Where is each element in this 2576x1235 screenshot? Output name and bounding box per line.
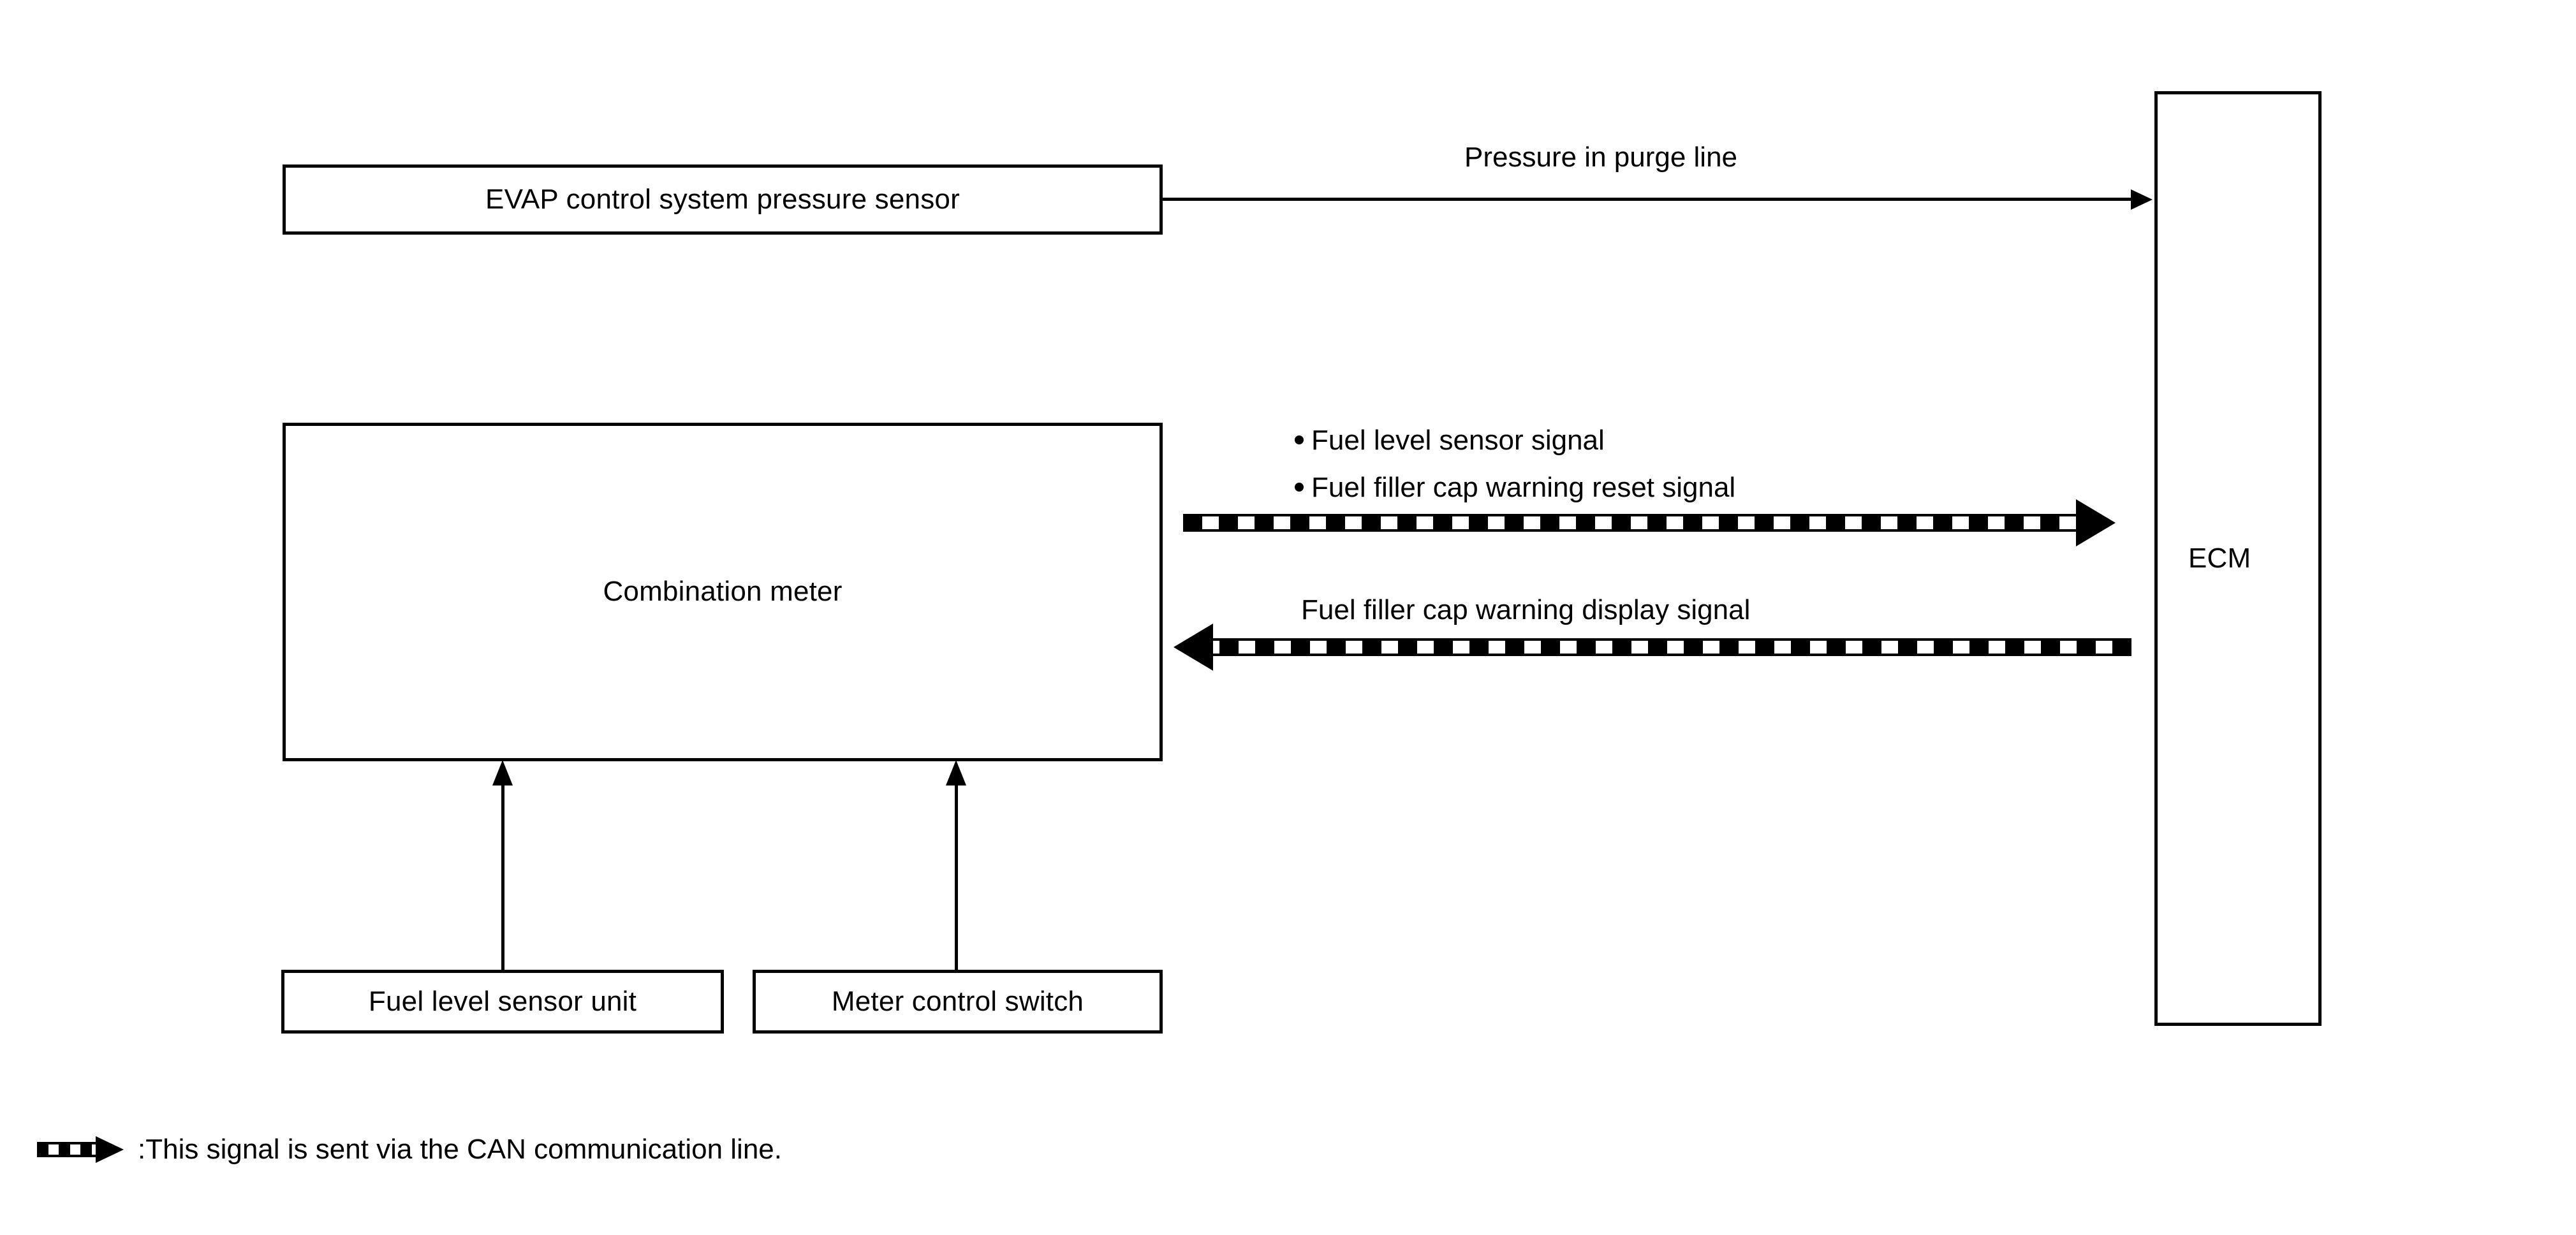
connector-evap-to-ecm <box>1163 198 2131 201</box>
can-bus-meter-to-ecm <box>1183 514 2076 532</box>
block-meter-control-switch: Meter control switch <box>753 970 1163 1034</box>
signal-label-pressure-in-purge-line: Pressure in purge line <box>1464 142 1738 173</box>
can-bus-arrow-icon <box>37 1136 133 1163</box>
connector-fuel-level-sensor-unit-to-meter <box>501 784 504 970</box>
block-combination-meter: Combination meter <box>283 423 1163 761</box>
arrowhead-fuel-level-sensor-unit-to-meter <box>492 760 513 786</box>
signal-label-fuel-filler-cap-warning-display-signal: Fuel filler cap warning display signal <box>1301 594 1751 625</box>
bullet-icon <box>1295 483 1304 492</box>
block-label-ecm: ECM <box>2188 542 2251 574</box>
legend-text: :This signal is sent via the CAN communi… <box>138 1134 782 1165</box>
connector-meter-control-switch-to-meter <box>955 784 958 970</box>
block-label-combination-meter: Combination meter <box>603 576 843 608</box>
bullet-icon <box>1295 435 1304 445</box>
block-label-fuel-level-sensor-unit: Fuel level sensor unit <box>368 985 637 1017</box>
signal-label-fuel-filler-cap-warning-reset-signal: Fuel filler cap warning reset signal <box>1295 472 1735 504</box>
arrowhead-meter-control-switch-to-meter <box>946 760 966 786</box>
can-arrowhead-meter-to-ecm <box>2076 499 2116 546</box>
block-evap-control-system-pressure-sensor: EVAP control system pressure sensor <box>283 164 1163 235</box>
signal-text-fuel-level-sensor-signal: Fuel level sensor signal <box>1311 425 1605 456</box>
block-fuel-level-sensor-unit: Fuel level sensor unit <box>281 970 724 1034</box>
legend-can-communication: :This signal is sent via the CAN communi… <box>37 1134 782 1166</box>
signal-label-fuel-level-sensor-signal: Fuel level sensor signal <box>1295 425 1605 457</box>
block-ecm: ECM <box>2154 91 2322 1026</box>
arrowhead-evap-to-ecm <box>2131 189 2153 210</box>
block-label-evap-sensor: EVAP control system pressure sensor <box>485 183 960 215</box>
signal-text-fuel-filler-cap-warning-reset-signal: Fuel filler cap warning reset signal <box>1311 472 1736 503</box>
block-label-meter-control-switch: Meter control switch <box>831 985 1084 1017</box>
can-bus-ecm-to-meter <box>1213 638 2131 656</box>
can-arrowhead-ecm-to-meter <box>1174 624 1213 671</box>
